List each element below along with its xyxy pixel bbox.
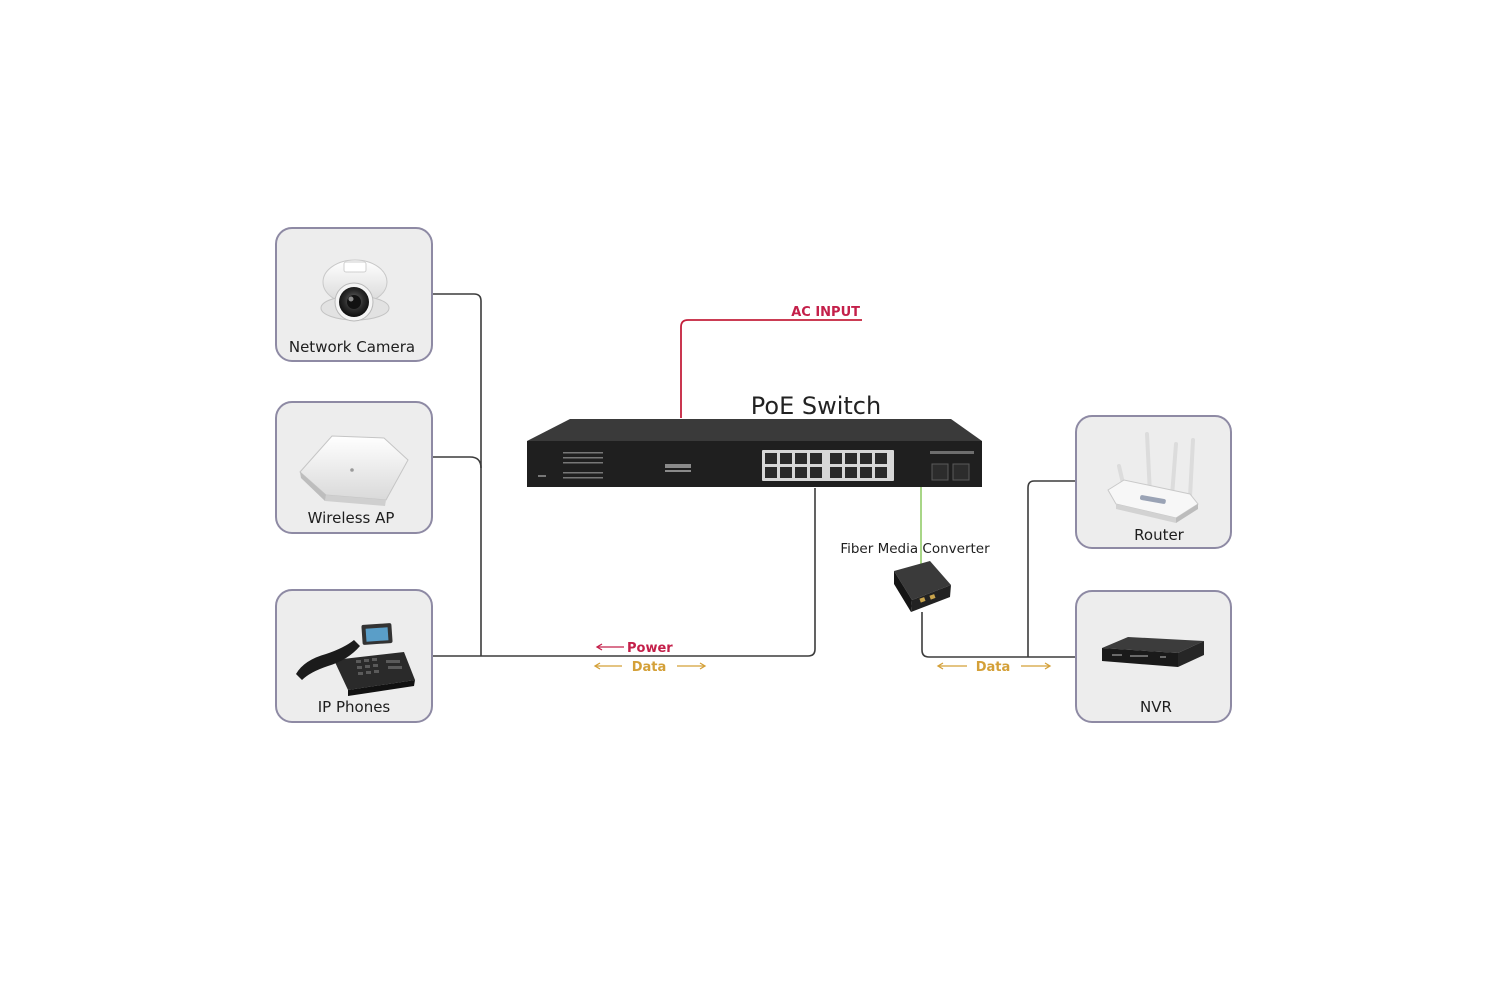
sfp-ports	[930, 451, 974, 481]
data-indicator-right	[936, 662, 1052, 670]
power-label: Power	[627, 641, 673, 656]
device-box-router: Router	[1075, 415, 1232, 549]
led-panel	[538, 452, 603, 479]
device-label: Wireless AP	[308, 509, 395, 527]
phone-link-line	[432, 488, 816, 657]
ap-link-line	[432, 456, 482, 469]
brand-logo-icon	[665, 464, 691, 472]
device-label: Router	[1134, 526, 1185, 544]
device-box-ip-phones: IP Phones	[275, 589, 433, 723]
wireless-ap-icon	[299, 435, 409, 506]
dome-camera-icon	[320, 259, 390, 322]
fiber-to-nvr-line	[921, 612, 1076, 658]
ip-phone-icon	[296, 623, 415, 696]
switch-title: PoE Switch	[751, 392, 881, 420]
camera-link-line	[432, 293, 482, 656]
fiber-converter-icon	[894, 561, 951, 612]
ac-input-line	[680, 319, 862, 418]
router-link-line	[1027, 480, 1076, 657]
device-box-wireless-ap: Wireless AP	[275, 401, 433, 534]
router-icon	[1107, 432, 1199, 523]
data-label-right: Data	[976, 660, 1011, 675]
data-label-left: Data	[632, 660, 667, 675]
switch-top-face	[527, 419, 982, 441]
power-indicator: Power	[595, 641, 673, 656]
nvr-icon	[1102, 637, 1204, 667]
device-label: Network Camera	[289, 338, 415, 356]
ac-input-label: AC INPUT	[791, 305, 860, 320]
fiber-converter-label: Fiber Media Converter	[840, 541, 990, 557]
rj45-ports	[762, 450, 894, 481]
data-indicator-left	[593, 662, 707, 670]
device-box-network-camera: Network Camera	[275, 227, 433, 362]
device-label: IP Phones	[318, 698, 391, 716]
switch-front-panel	[527, 441, 982, 487]
device-label: NVR	[1140, 698, 1172, 716]
device-box-nvr: NVR	[1075, 590, 1232, 723]
poe-switch: PoE Switch	[527, 392, 982, 487]
connection-lines	[432, 293, 1076, 658]
